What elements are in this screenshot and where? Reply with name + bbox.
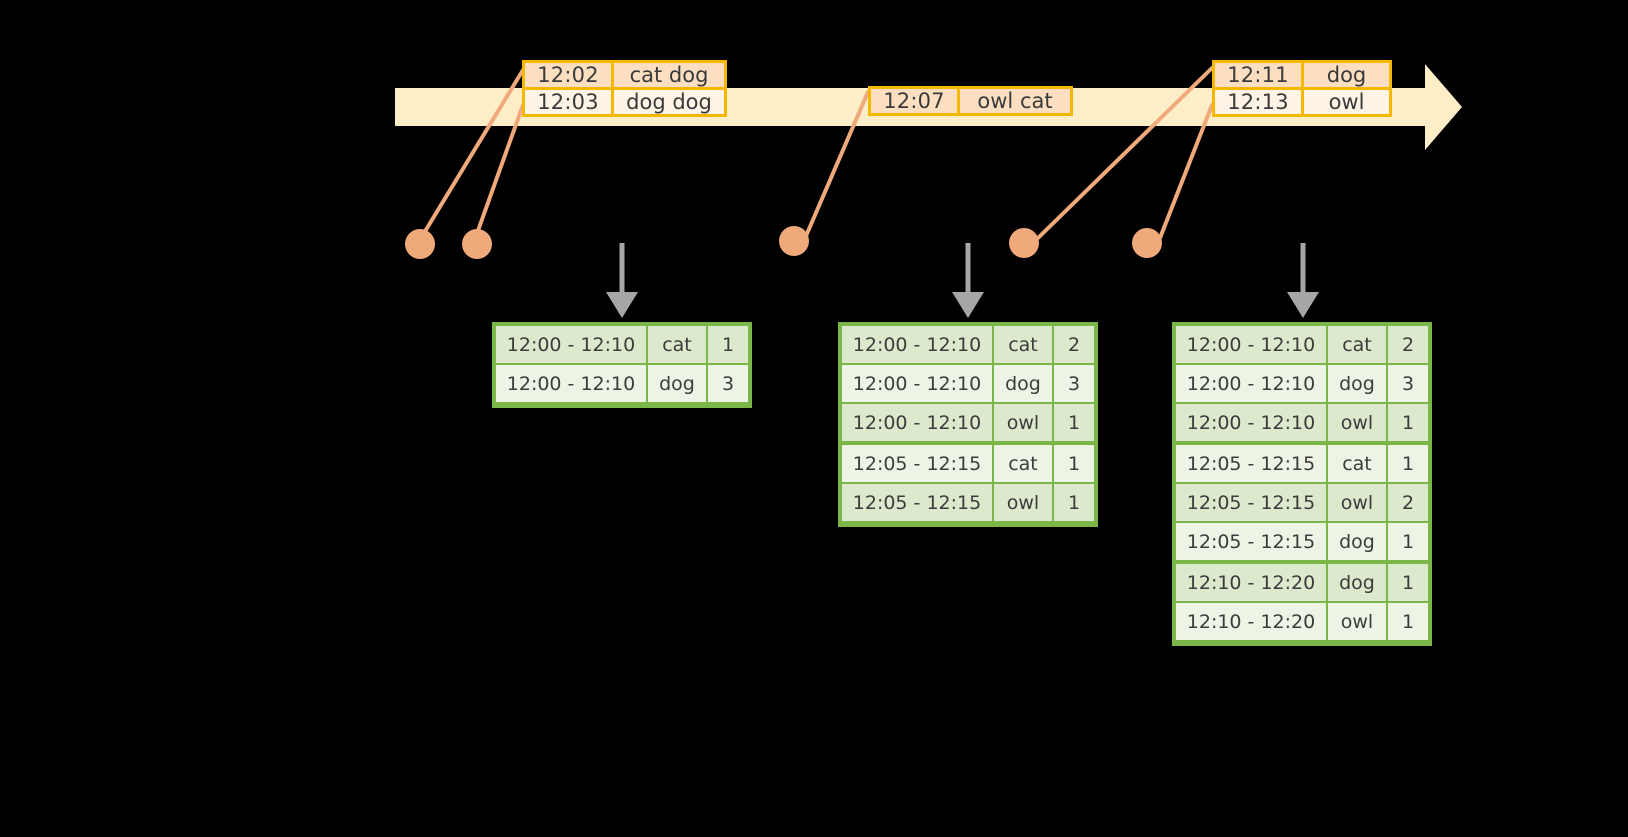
cell-window: 12:00 - 12:10 bbox=[842, 404, 992, 441]
connector-line-5 bbox=[1158, 103, 1214, 240]
dashed-arrow-dashes bbox=[619, 243, 1306, 296]
event-time: 12:02 bbox=[525, 63, 614, 87]
cell-word: cat bbox=[1328, 445, 1386, 482]
cell-word: cat bbox=[994, 445, 1052, 482]
cell-word: cat bbox=[994, 326, 1052, 363]
event-group-2[interactable]: 12:07 owl cat bbox=[868, 86, 1073, 116]
cell-count: 1 bbox=[1388, 523, 1428, 560]
event-words: dog bbox=[1326, 63, 1367, 87]
cell-count: 1 bbox=[1388, 564, 1428, 601]
connector-line-3 bbox=[804, 90, 870, 238]
dashed-arrows bbox=[619, 243, 1306, 296]
cell-word: owl bbox=[1328, 484, 1386, 521]
event-group-3[interactable]: 12:11 dog 12:13 owl bbox=[1212, 60, 1392, 117]
cell-window: 12:05 - 12:15 bbox=[842, 484, 992, 521]
event-words: owl cat bbox=[977, 89, 1053, 113]
cell-window: 12:05 - 12:15 bbox=[1176, 445, 1326, 482]
dashed-arrow-head-2 bbox=[952, 292, 984, 318]
cell-window: 12:00 - 12:10 bbox=[842, 326, 992, 363]
event-words: owl bbox=[1328, 90, 1365, 114]
cell-count: 3 bbox=[708, 365, 748, 402]
cell-word: cat bbox=[1328, 326, 1386, 363]
cell-word: owl bbox=[994, 484, 1052, 521]
cell-window: 12:00 - 12:10 bbox=[842, 365, 992, 402]
dashed-arrow-heads bbox=[606, 292, 1319, 318]
cell-count: 1 bbox=[1388, 603, 1428, 640]
event-words: dog dog bbox=[626, 90, 712, 114]
connector-line-1 bbox=[419, 68, 525, 240]
event-row[interactable]: 12:13 owl bbox=[1215, 87, 1389, 114]
cell-word: dog bbox=[1328, 365, 1386, 402]
connector-dot-4 bbox=[1009, 228, 1039, 258]
cell-window: 12:05 - 12:15 bbox=[1176, 484, 1326, 521]
cell-window: 12:10 - 12:20 bbox=[1176, 603, 1326, 640]
cell-window: 12:05 - 12:15 bbox=[842, 445, 992, 482]
cell-count: 2 bbox=[1388, 326, 1428, 363]
event-row[interactable]: 12:07 owl cat bbox=[871, 89, 1070, 113]
event-row[interactable]: 12:02 cat dog bbox=[525, 63, 724, 87]
cell-count: 1 bbox=[1054, 404, 1094, 441]
cell-word: owl bbox=[1328, 603, 1386, 640]
event-time: 12:07 bbox=[871, 89, 960, 113]
event-time: 12:11 bbox=[1215, 63, 1304, 87]
dashed-arrow-head-3 bbox=[1287, 292, 1319, 318]
cell-count: 1 bbox=[1054, 484, 1094, 521]
cell-count: 1 bbox=[1388, 404, 1428, 441]
cell-word: cat bbox=[648, 326, 706, 363]
cell-count: 2 bbox=[1054, 326, 1094, 363]
cell-window: 12:00 - 12:10 bbox=[496, 365, 646, 402]
cell-count: 3 bbox=[1388, 365, 1428, 402]
cell-word: owl bbox=[994, 404, 1052, 441]
event-row[interactable]: 12:03 dog dog bbox=[525, 87, 724, 114]
cell-window: 12:00 - 12:10 bbox=[496, 326, 646, 363]
cell-window: 12:00 - 12:10 bbox=[1176, 404, 1326, 441]
event-row[interactable]: 12:11 dog bbox=[1215, 63, 1389, 87]
cell-count: 1 bbox=[708, 326, 748, 363]
cell-word: dog bbox=[994, 365, 1052, 402]
cell-word: owl bbox=[1328, 404, 1386, 441]
cell-window: 12:05 - 12:15 bbox=[1176, 523, 1326, 560]
cell-window: 12:00 - 12:10 bbox=[1176, 326, 1326, 363]
cell-window: 12:10 - 12:20 bbox=[1176, 564, 1326, 601]
connector-dot-2 bbox=[462, 229, 492, 259]
event-group-1[interactable]: 12:02 cat dog 12:03 dog dog bbox=[522, 60, 727, 117]
event-words: cat dog bbox=[629, 63, 709, 87]
event-time: 12:03 bbox=[525, 90, 614, 114]
cell-word: dog bbox=[1328, 564, 1386, 601]
connector-line-2 bbox=[473, 103, 525, 241]
connector-dot-3 bbox=[779, 226, 809, 256]
event-time: 12:13 bbox=[1215, 90, 1304, 114]
cell-word: dog bbox=[648, 365, 706, 402]
connector-dots bbox=[405, 226, 1162, 259]
cell-count: 2 bbox=[1388, 484, 1428, 521]
cell-count: 1 bbox=[1388, 445, 1428, 482]
connector-dot-1 bbox=[405, 229, 435, 259]
cell-word: dog bbox=[1328, 523, 1386, 560]
dashed-arrow-head-1 bbox=[606, 292, 638, 318]
cell-count: 3 bbox=[1054, 365, 1094, 402]
cell-count: 1 bbox=[1054, 445, 1094, 482]
connector-dot-5 bbox=[1132, 228, 1162, 258]
cell-window: 12:00 - 12:10 bbox=[1176, 365, 1326, 402]
